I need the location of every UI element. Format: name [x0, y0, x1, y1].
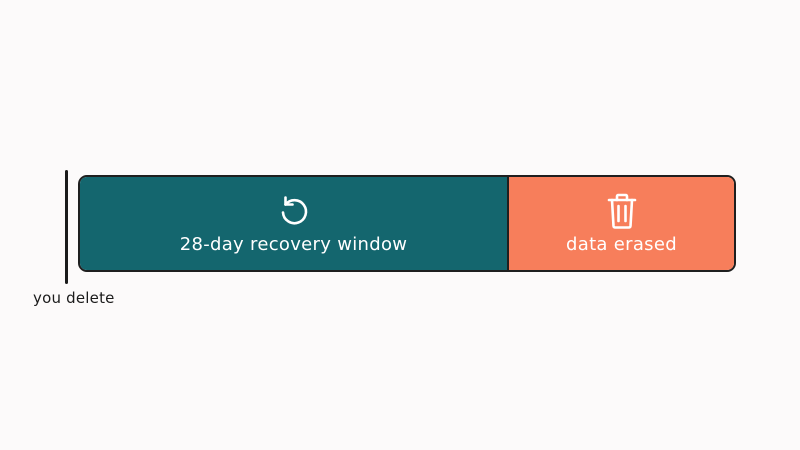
trash-icon: [607, 193, 636, 229]
delete-marker-label: you delete: [33, 289, 115, 307]
data-erased-label: data erased: [566, 233, 677, 255]
delete-marker-line: [65, 170, 68, 284]
recovery-window-label: 28-day recovery window: [179, 233, 408, 255]
data-erased-segment: data erased: [509, 177, 734, 270]
recovery-window-segment: 28-day recovery window: [80, 177, 509, 270]
timeline-bar: 28-day recovery window data erased: [78, 175, 736, 272]
undo-icon: [281, 195, 307, 224]
